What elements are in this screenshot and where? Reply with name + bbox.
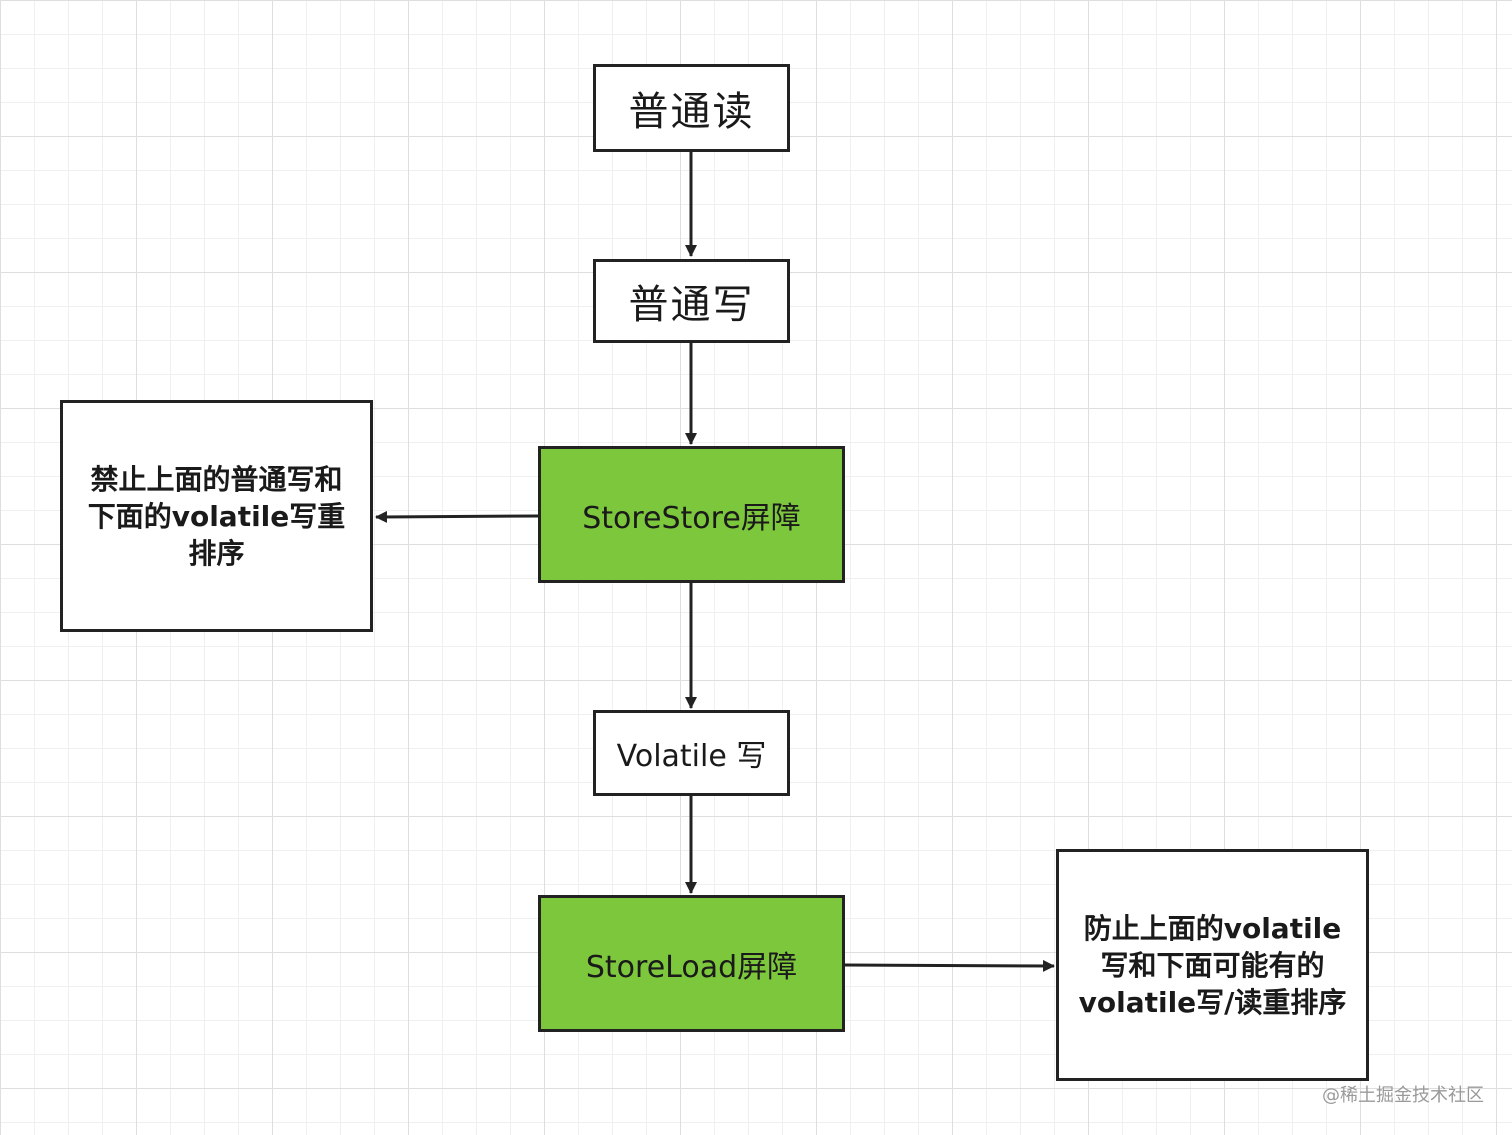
normal-read-box: 普通读 [593,64,790,152]
note-left-box: 禁止上面的普通写和 下面的volatile写重 排序 [60,400,373,632]
note-left-line-2: 下面的volatile写重 [87,499,346,533]
note-left-text: 禁止上面的普通写和 下面的volatile写重 排序 [74,461,360,572]
note-right-line-1: 防止上面的volatile [1083,911,1342,945]
storestore-barrier-box: StoreStore屏障 [538,446,845,583]
volatile-write-box: Volatile 写 [593,710,790,796]
normal-write-box: 普通写 [593,259,790,343]
volatile-write-label: Volatile 写 [616,739,767,774]
note-left-line-1: 禁止上面的普通写和 [90,462,343,496]
note-left-line-3: 排序 [188,536,245,570]
watermark: @稀土掘金技术社区 [1322,1085,1484,1106]
note-right-line-2: 写和下面可能有的 [1100,948,1325,982]
note-right-text: 防止上面的volatile 写和下面可能有的 volatile写/读重排序 [1065,910,1361,1021]
note-right-box: 防止上面的volatile 写和下面可能有的 volatile写/读重排序 [1056,849,1369,1081]
storestore-barrier-label: StoreStore屏障 [582,500,801,536]
arrow-storeload-to-note-right [844,959,1055,972]
note-right-line-3: volatile写/读重排序 [1078,985,1347,1019]
storeload-barrier-box: StoreLoad屏障 [538,895,845,1032]
normal-write-label: 普通写 [628,282,755,328]
arrow-storestore-to-note-left [375,510,539,523]
storeload-barrier-label: StoreLoad屏障 [585,949,798,985]
normal-read-label: 普通读 [628,89,755,135]
